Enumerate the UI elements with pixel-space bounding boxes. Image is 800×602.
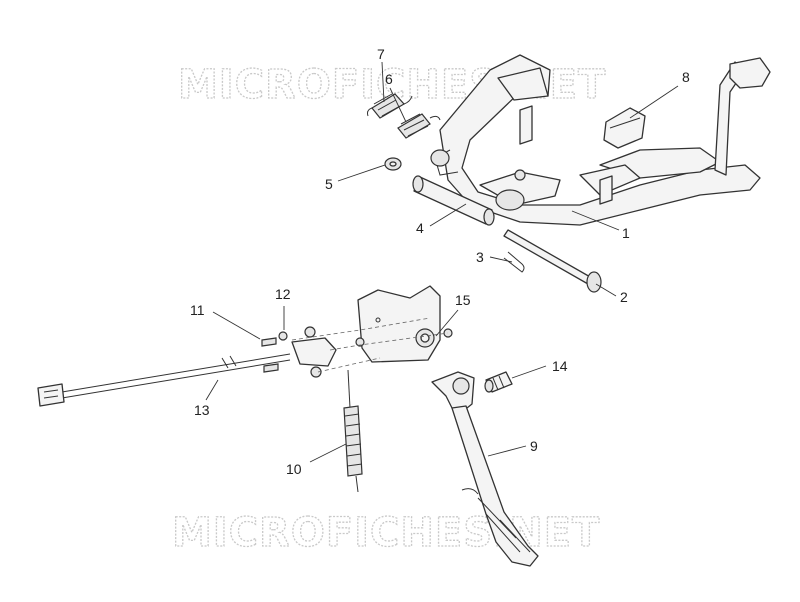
pivot-pin-2 (503, 229, 602, 293)
rubber-pad (603, 107, 646, 149)
spring-6 (397, 113, 441, 139)
screw-11 (261, 337, 277, 347)
callout-1: 1 (622, 225, 630, 241)
callout-12: 12 (275, 286, 291, 302)
callout-13: 13 (194, 402, 210, 418)
callout-14: 14 (552, 358, 568, 374)
cable-13 (37, 353, 291, 407)
callout-2: 2 (620, 289, 628, 305)
watermark-bottom: MICROFICHES.NET (172, 510, 600, 556)
pin-14 (484, 371, 513, 393)
leader-lines (205, 61, 679, 463)
callout-11: 11 (190, 302, 205, 318)
callout-15: 15 (455, 292, 471, 308)
callout-3: 3 (476, 249, 484, 265)
callout-6: 6 (385, 71, 393, 87)
washer-5 (384, 157, 402, 171)
center-stand-frame (430, 54, 771, 226)
spring-10 (343, 369, 363, 493)
callout-5: 5 (325, 176, 333, 192)
tube-4 (412, 175, 495, 226)
bracket-plate-15 (355, 285, 453, 363)
callout-4: 4 (416, 220, 424, 236)
side-stand-9 (431, 371, 539, 567)
washer-12 (278, 331, 288, 341)
callout-7: 7 (377, 46, 385, 62)
screw-lower (263, 363, 279, 373)
split-pin-3 (503, 251, 525, 273)
callout-10: 10 (286, 461, 302, 477)
sensor-switch-assembly (291, 317, 449, 378)
callout-9: 9 (530, 438, 538, 454)
callout-8: 8 (682, 69, 690, 85)
